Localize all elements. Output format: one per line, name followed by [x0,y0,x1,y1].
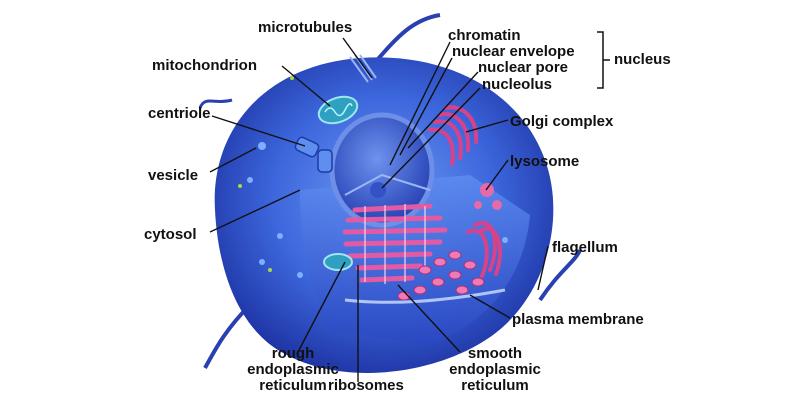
label-rough-er: rough endoplasmic reticulum [238,346,348,394]
leader-lines [209,37,549,382]
label-centriole: centriole [148,105,211,122]
nucleolus-shape [370,182,386,198]
label-golgi-complex: Golgi complex [510,113,614,130]
label-rough-er-line2: endoplasmic [247,361,339,378]
flagellum-strand [198,98,233,109]
nuclear-cut [344,173,431,196]
label-smooth-er-line3: reticulum [461,377,529,394]
mitochondrion-shape [317,95,359,125]
label-smooth-er-line2: endoplasmic [449,361,541,378]
label-rough-er-line3: reticulum [259,377,327,394]
label-chromatin: chromatin [448,27,521,44]
plasma-membrane-highlight [344,288,506,304]
label-nuclear-envelope: nuclear envelope [452,43,575,60]
label-lysosome: lysosome [510,153,580,170]
label-nuclear-pore: nuclear pore [478,59,569,76]
rough-er-rungs [364,204,426,284]
label-smooth-er-line1: smooth [467,345,523,362]
label-cytosol: cytosol [144,226,197,243]
label-microtubules: microtubules [258,19,353,36]
label-mitochondrion: mitochondrion [152,57,257,74]
smooth-er-shape [397,250,485,301]
label-rough-er-line1: rough [271,345,315,362]
label-plasma-membrane: plasma membrane [512,311,644,328]
label-smooth-er: smooth endoplasmic reticulum [440,346,550,394]
nucleus-bracket [597,31,610,89]
label-flagellum: flagellum [552,239,618,256]
vesicle-dots [247,142,508,278]
golgi-right-shape [466,221,502,278]
centriole-shape [294,136,333,173]
flagellum-strand [538,249,582,302]
lysosome-shape [480,183,494,197]
golgi-shape [428,105,479,166]
label-vesicle: vesicle [148,167,199,184]
label-nucleolus: nucleolus [482,76,553,93]
label-nucleus: nucleus [614,51,671,68]
label-ribosomes: ribosomes [328,377,404,394]
